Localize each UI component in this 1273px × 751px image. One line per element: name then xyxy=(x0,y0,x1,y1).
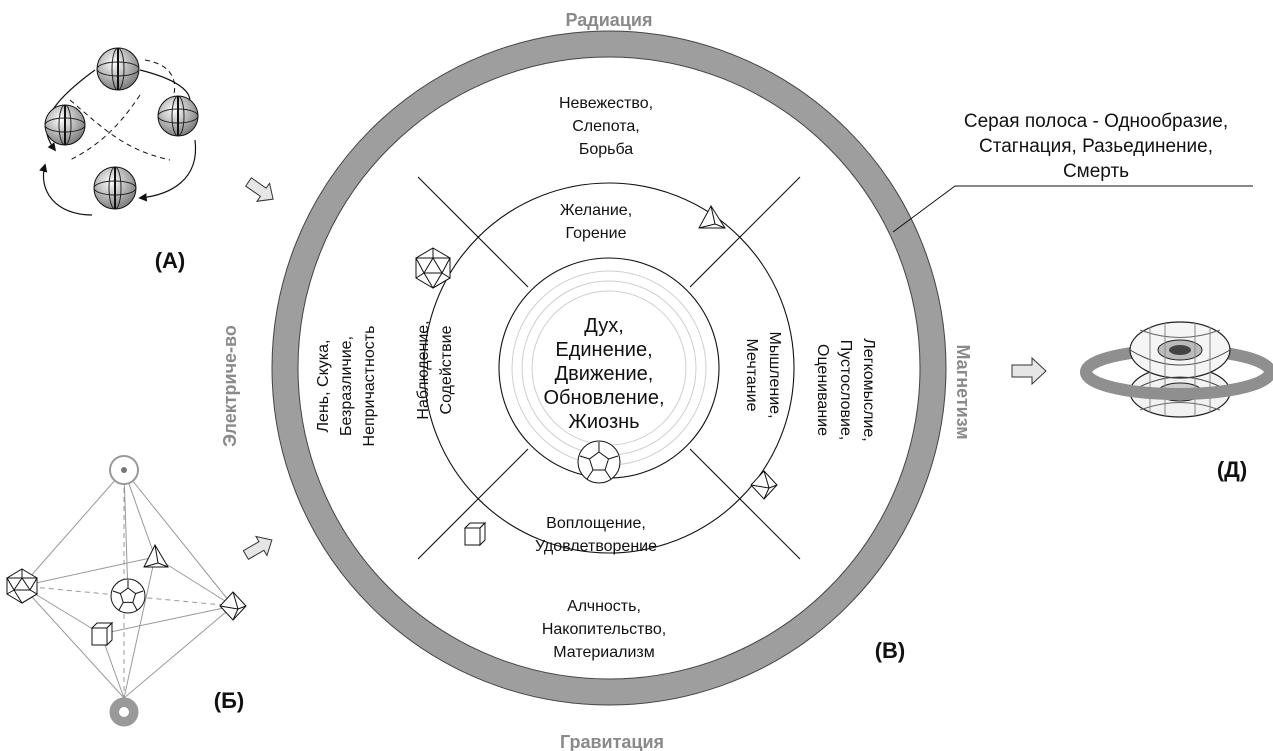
label-magnetism: Магнетизм xyxy=(953,344,973,439)
figure-d xyxy=(1080,321,1273,418)
outer-sector-right: Оценивание Пустословие, Легкомыслие, xyxy=(814,338,877,441)
figure-a xyxy=(39,47,199,216)
center-line-2: Единение, xyxy=(555,339,652,361)
divider-ne xyxy=(689,176,801,288)
tetrahedron-icon xyxy=(698,205,726,229)
inner-right-line-2: Мечтание xyxy=(743,339,760,412)
figure-b xyxy=(21,469,234,699)
sphere-icon-bottom xyxy=(93,166,137,210)
inner-left-line-2: Содействие xyxy=(438,325,455,414)
figure-d-label: (Д) xyxy=(1217,457,1247,482)
outer-bottom-line-1: Алчность, xyxy=(567,598,641,615)
gray-band-callout-line xyxy=(892,185,1253,233)
inner-right-line-1: Мышление, xyxy=(766,331,783,418)
inner-top-line-2: Горение xyxy=(566,225,627,242)
center-line-4: Обновление, xyxy=(543,387,664,409)
label-electricity: Электриче-во xyxy=(220,325,240,447)
center-text: Дух, Единение, Движение, Обновление, Жио… xyxy=(543,315,664,433)
gray-band-note-line-1: Серая полоса - Однообразие, xyxy=(964,111,1228,132)
center-line-1: Дух, xyxy=(584,315,624,337)
inner-left-line-1: Наблюдение, xyxy=(415,320,432,419)
inner-sector-bottom: Воплощение, Удовлетворение xyxy=(535,515,657,555)
outer-left-line-3: Непричастность xyxy=(361,326,378,447)
icosahedron-icon xyxy=(415,247,451,289)
gray-band-note-line-2: Стагнация, Разьединение, xyxy=(979,136,1213,157)
outer-bottom-line-2: Накопительство, xyxy=(542,621,666,638)
inner-bottom-line-1: Воплощение, xyxy=(546,515,646,532)
gray-outer-band xyxy=(272,31,946,705)
sphere-icon-left xyxy=(44,104,86,146)
outer-right-line-3: Оценивание xyxy=(814,344,831,436)
outer-left-line-1: Лень, Скука, xyxy=(315,340,332,433)
outer-bottom-line-3: Материализм xyxy=(553,644,654,661)
outer-top-line-2: Слепота, xyxy=(572,118,640,135)
dodecahedron-icon xyxy=(577,440,621,484)
arrow-icon-a xyxy=(244,177,274,202)
label-radiation: Радиация xyxy=(566,10,653,30)
dodecahedron-small-icon xyxy=(110,578,146,614)
outer-ring-inner-edge xyxy=(297,56,921,680)
inner-top-line-1: Желание, xyxy=(560,202,632,219)
icosahedron-small-icon xyxy=(6,568,38,604)
middle-ring xyxy=(423,182,795,554)
outer-sector-top: Невежество, Слепота, Борьба xyxy=(559,95,653,158)
main-circle-diagram xyxy=(271,30,1253,706)
octahedron-small-icon xyxy=(219,591,247,621)
cube-icon xyxy=(463,521,487,547)
outer-right-line-1: Легкомыслие, xyxy=(860,338,877,441)
divider-se xyxy=(689,448,801,560)
divider-sw xyxy=(417,448,529,560)
center-line-5: Жиознь xyxy=(568,411,639,433)
outer-left-line-2: Безразличие, xyxy=(338,336,355,436)
figure-c-label: (В) xyxy=(875,638,906,663)
inner-sector-right: Мечтание Мышление, xyxy=(743,331,783,418)
gray-band-note: Серая полоса - Однообразие, Стагнация, Р… xyxy=(964,111,1228,182)
outer-top-line-1: Невежество, xyxy=(559,95,653,112)
figure-b-label: (Б) xyxy=(214,688,244,713)
octahedron-icon xyxy=(750,470,778,500)
arrow-icon-d xyxy=(1011,356,1047,386)
divider-nw xyxy=(417,176,529,288)
outer-right-line-2: Пустословие, xyxy=(837,340,854,441)
center-line-3: Движение, xyxy=(555,363,654,385)
node-icon-bottom xyxy=(109,697,139,727)
inner-sector-left: Наблюдение, Содействие xyxy=(415,320,455,419)
figure-a-label: (А) xyxy=(155,248,186,273)
node-icon-top xyxy=(109,455,139,485)
sphere-icon-top xyxy=(96,47,140,91)
outer-ring-edge xyxy=(271,30,947,706)
gray-band-note-line-3: Смерть xyxy=(1063,161,1129,182)
inner-bottom-line-2: Удовлетворение xyxy=(535,538,657,555)
outer-sector-bottom: Алчность, Накопительство, Материализм xyxy=(542,598,666,661)
label-gravitation: Гравитация xyxy=(560,732,664,751)
tetrahedron-small-icon xyxy=(143,543,169,568)
inner-sector-top: Желание, Горение xyxy=(560,202,632,242)
sphere-icon-right xyxy=(157,95,199,137)
cube-small-icon xyxy=(90,621,114,647)
torus-ring-front xyxy=(1080,370,1273,400)
outer-top-line-3: Борьба xyxy=(579,141,633,158)
outer-sector-left: Лень, Скука, Безразличие, Непричастность xyxy=(315,326,378,447)
arrow-icon-b xyxy=(242,535,273,561)
